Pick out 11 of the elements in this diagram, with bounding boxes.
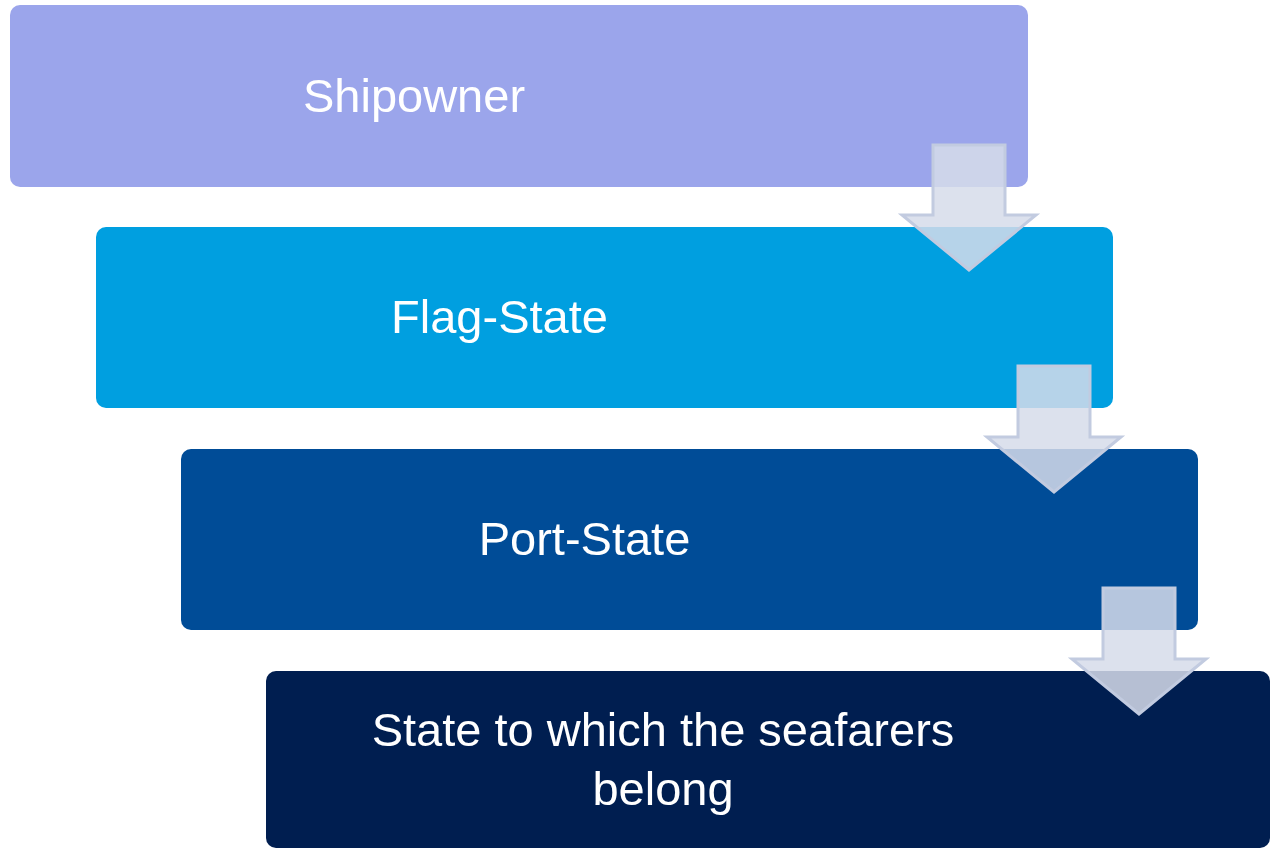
process-box (96, 227, 1113, 408)
box-label: Flag-State (391, 289, 608, 346)
process-box (266, 671, 1270, 848)
box-label: Port-State (478, 511, 691, 568)
block-arrow (982, 364, 1126, 494)
process-box (10, 5, 1028, 187)
box-label: Shipowner (302, 67, 526, 124)
box-label: State to which the seafarers belong (370, 701, 956, 817)
process-box (181, 449, 1198, 630)
block-arrow (1067, 586, 1211, 716)
block-arrow (897, 143, 1041, 272)
